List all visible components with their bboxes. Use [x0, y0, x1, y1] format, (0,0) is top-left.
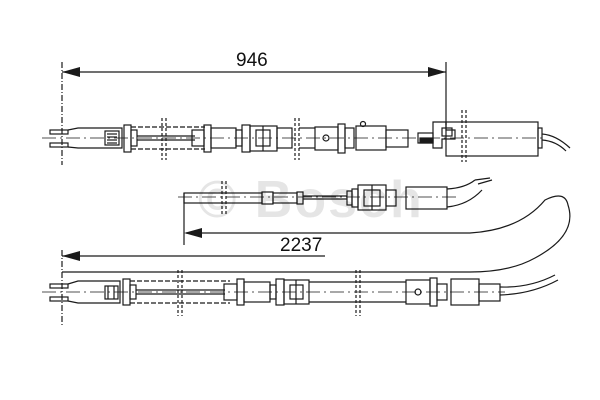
arrow-left-icon — [62, 67, 80, 77]
watermark-text: Bosch — [254, 171, 424, 229]
dimension-946 — [61, 62, 447, 165]
arrow-left-icon — [184, 228, 202, 238]
arrow-left-icon — [62, 251, 80, 261]
dimension-2237 — [61, 250, 325, 325]
watermark: © Bosch — [198, 170, 424, 230]
arrow-right-icon — [428, 67, 446, 77]
cable-lower — [42, 270, 559, 316]
copyright-icon: © — [198, 171, 239, 229]
dimension-label-946: 946 — [236, 50, 268, 71]
cable-middle — [62, 177, 571, 273]
dimension-label-2237: 2237 — [280, 235, 323, 256]
cable-upper — [42, 110, 571, 162]
